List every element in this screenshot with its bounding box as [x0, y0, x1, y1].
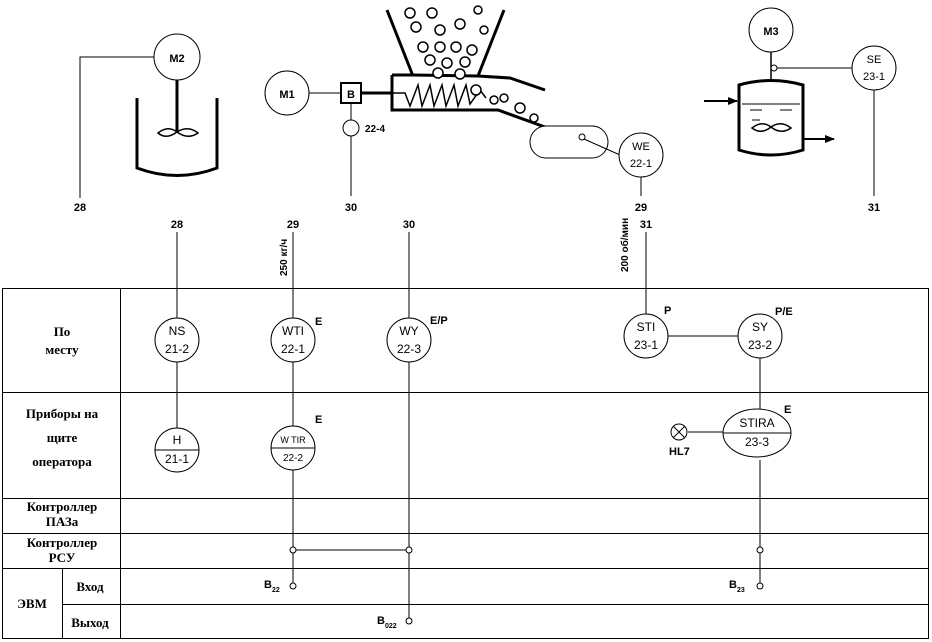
sensor-22-4 — [342, 119, 360, 137]
se-23-1-circle — [851, 45, 897, 91]
lamp-label: HL7 — [669, 446, 690, 458]
mixer-m2: M2 — [79, 33, 219, 198]
sti-tag: P — [664, 305, 671, 317]
screw-spiral — [392, 82, 487, 109]
mixer-impeller — [156, 128, 200, 137]
sti-num: 23-1 — [634, 338, 658, 352]
wtir-code: W TIR — [280, 435, 306, 445]
motor-m1-label: M1 — [279, 89, 294, 101]
line-number-31-upper: 31 — [868, 202, 880, 214]
mixer-vessel — [135, 98, 219, 177]
instrument-stira-23-3: STIRA 23-3 E — [722, 404, 792, 458]
we-num: 22-1 — [630, 158, 652, 170]
sti-code: STI — [637, 320, 656, 334]
junction-points — [289, 546, 764, 625]
stira-num: 23-3 — [745, 435, 769, 449]
se-code: SE — [867, 54, 882, 66]
instrument-wy-22-3: WY 22-3 E/P — [386, 315, 448, 363]
instrument-h-21-1: H 21-1 — [154, 427, 200, 473]
row-label-output: Выход — [71, 615, 109, 630]
io-label-b23: B23 — [729, 579, 745, 594]
io-label-b22: B22 — [264, 579, 280, 594]
hopper-wall-left — [385, 9, 415, 77]
line-number-28-lower: 28 — [171, 219, 183, 231]
instrument-wti-22-1: WTI 22-1 E — [270, 316, 322, 363]
line-number-30-lower: 30 — [403, 219, 415, 231]
h-code: H — [173, 433, 182, 447]
wy-tag: E/P — [430, 315, 448, 327]
we-code: WE — [632, 141, 650, 153]
hopper-wall-right — [476, 9, 506, 77]
stira-code: STIRA — [739, 416, 774, 430]
row-label-input: Вход — [76, 579, 104, 594]
signal-lamp-hl7: HL7 — [669, 423, 690, 458]
line-number-29-lower: 29 — [287, 219, 299, 231]
trough-top — [392, 73, 546, 92]
line-number-31-lower: 31 — [640, 219, 652, 231]
wti-num: 22-1 — [281, 342, 305, 356]
wtir-num: 22-2 — [283, 453, 303, 464]
sy-num: 23-2 — [748, 338, 772, 352]
wti-code: WTI — [282, 324, 304, 338]
granules — [404, 5, 539, 123]
line-number-30-upper: 30 — [345, 202, 357, 214]
motor-m2-label: M2 — [169, 53, 184, 65]
screw-feeder: M1 B 22-4 WE 22-1 — [264, 5, 664, 196]
instrument-wtir-22-2: W TIR 22-2 E — [270, 414, 322, 471]
upper-line-numbers: 28 30 29 31 — [74, 202, 880, 214]
speed-range-label: 200 об/мин — [619, 218, 631, 272]
io-label-b022: B022 — [377, 615, 397, 630]
se-num: 23-1 — [863, 71, 885, 83]
wy-code: WY — [399, 324, 418, 338]
row-label-computer: ЭВМ — [17, 596, 47, 611]
instrument-sti-23-1: STI 23-1 P — [623, 305, 671, 359]
reactor-m3: M3 SE 23-1 — [704, 7, 897, 196]
sy-code: SY — [752, 320, 768, 334]
weighing-hopper — [529, 125, 609, 159]
instrument-ns-21-2: NS 21-2 — [154, 317, 200, 363]
ns-num: 21-2 — [165, 342, 189, 356]
wtir-tag: E — [315, 414, 322, 426]
we-22-1-circle — [618, 132, 664, 178]
instrument-table-grid — [2, 288, 929, 639]
stira-tag: E — [784, 404, 791, 416]
gearbox-label: B — [347, 89, 355, 101]
weight-range-label: 250 кг/ч — [279, 239, 290, 276]
instrument-sy-23-2: SY 23-2 P/E — [737, 306, 793, 359]
m2-signal-line — [79, 56, 154, 198]
line-number-29-upper: 29 — [635, 202, 647, 214]
reactor-vessel — [737, 79, 805, 157]
h-num: 21-1 — [165, 452, 189, 466]
ns-code: NS — [169, 324, 186, 338]
signal-lines — [176, 232, 761, 618]
sy-tag: P/E — [775, 306, 793, 318]
sensor-22-4-label: 22-4 — [365, 124, 385, 135]
motor-m3-label: M3 — [763, 26, 778, 38]
line-number-28-upper: 28 — [74, 202, 86, 214]
lower-line-numbers: 28 29 30 31 — [171, 219, 652, 231]
wy-num: 22-3 — [397, 342, 421, 356]
reactor-impeller — [750, 123, 793, 132]
wti-tag: E — [315, 316, 322, 328]
